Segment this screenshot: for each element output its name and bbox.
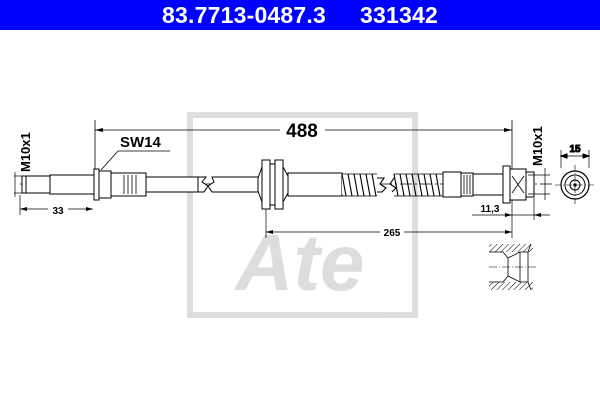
end-view-diameter-label: 15 [569, 144, 581, 155]
dimension-488: 488 [94, 120, 513, 170]
spring-guard [341, 173, 443, 197]
fitting-offset-label: 11,3 [481, 204, 500, 215]
title-bar: 83.7713-0487.3 331342 [0, 0, 600, 30]
overall-length-label: 488 [286, 121, 318, 142]
bracket-distance-label: 265 [384, 228, 401, 239]
ate-watermark: Ate [187, 112, 418, 318]
dimension-11-3: 11,3 [472, 198, 550, 220]
left-fitting-length-label: 33 [52, 206, 64, 217]
right-fitting [442, 165, 535, 204]
section-detail [489, 243, 537, 291]
hose-body [197, 176, 259, 193]
dimension-265: 265 [265, 200, 513, 239]
dimension-right-thread: M10x1 [528, 126, 550, 200]
wrench-size-label: SW14 [120, 134, 162, 151]
right-thread-label: M10x1 [530, 126, 545, 166]
left-thread-label: M10x1 [18, 132, 33, 172]
dimension-33: 33 [19, 195, 93, 217]
watermark-text: Ate [234, 218, 365, 307]
reference-number: 331342 [360, 2, 438, 28]
part-number: 83.7713-0487.3 [162, 2, 326, 28]
left-fitting [21, 168, 199, 201]
end-view: 15 [555, 144, 596, 206]
wrench-size-callout: SW14 [100, 134, 170, 171]
bracket-fitting [257, 159, 343, 210]
